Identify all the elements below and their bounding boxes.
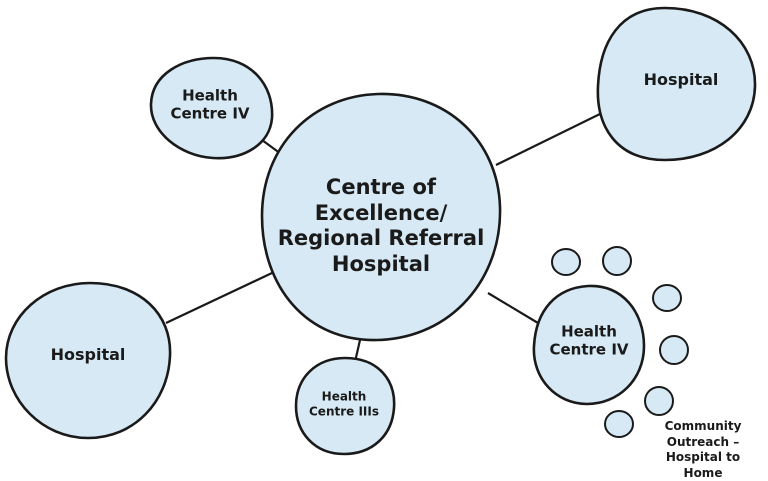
- health-centre-iiis-circle: [294, 356, 396, 456]
- health-centre-iv-top-label: Health Centre IV: [170, 86, 250, 123]
- health-centre-iv-top-circle: [149, 56, 274, 160]
- health-centre-iv-right-circle: [532, 284, 646, 406]
- health-centre-iv-right-label: Health Centre IV: [549, 322, 629, 359]
- community-outreach-label: Community Outreach – Hospital to Home: [664, 418, 742, 480]
- health-centre-iiis-label: Health Centre IIIs: [309, 389, 379, 418]
- center-node-label: Centre of Excellence/ Regional Referral …: [277, 174, 485, 276]
- hospital-left-circle: [4, 281, 172, 440]
- outreach-dot-1: [551, 248, 581, 276]
- outreach-dot-6: [604, 410, 634, 438]
- edge-center-to-hospital-left: [165, 272, 273, 324]
- outreach-dot-2: [602, 246, 632, 276]
- hospital-top-right-circle: [596, 6, 757, 162]
- center-node-circle: [260, 92, 502, 342]
- edge-center-to-health-centre-iv-right: [487, 292, 539, 324]
- hospital-top-right-label: Hospital: [643, 70, 719, 90]
- outreach-dot-5: [644, 386, 674, 416]
- outreach-dot-3: [652, 284, 682, 312]
- outreach-dot-4: [659, 335, 689, 365]
- hospital-left-label: Hospital: [50, 345, 126, 365]
- edge-center-to-hospital-top-right: [495, 111, 605, 166]
